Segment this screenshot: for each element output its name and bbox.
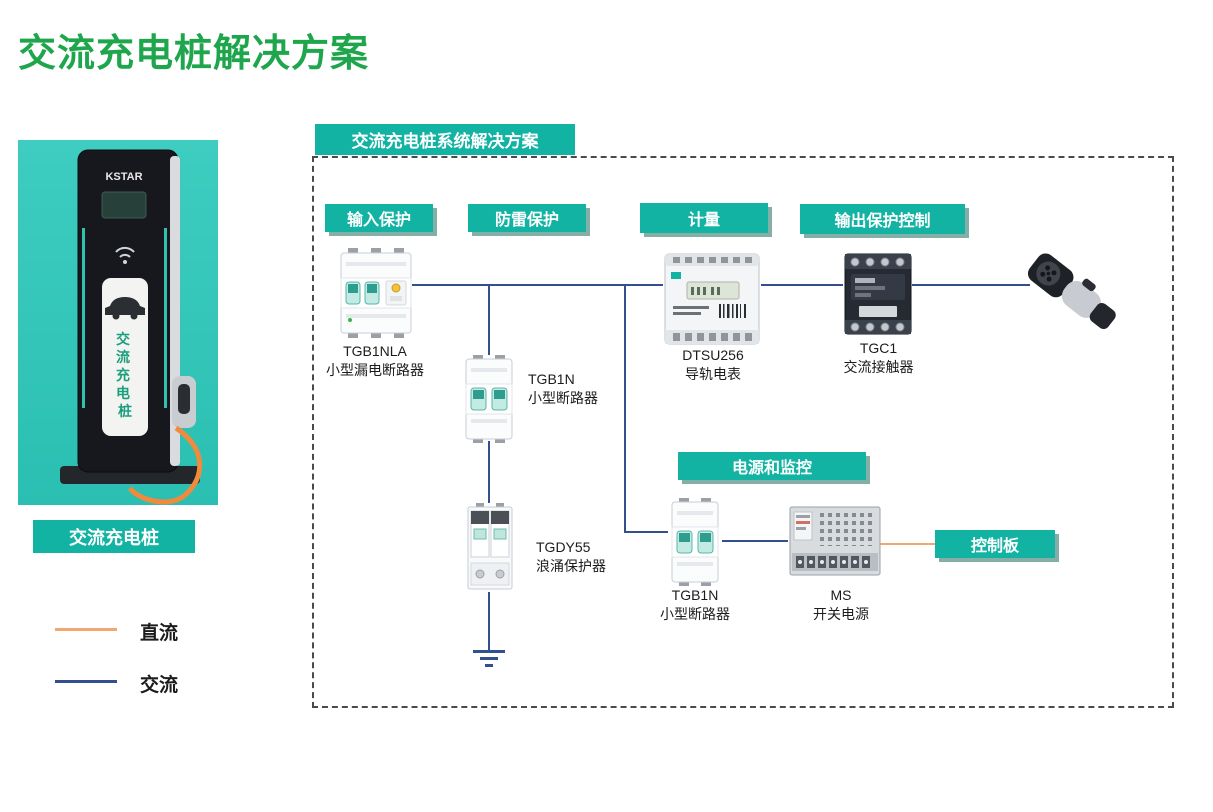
page-title: 交流充电桩解决方案 — [18, 33, 370, 75]
surge-protector-image — [464, 503, 516, 595]
breaker-main-image — [338, 248, 414, 338]
breaker-main-model: TGB1NLA — [343, 343, 407, 359]
contactless-icon — [115, 246, 135, 258]
pile-brand-text: KSTAR — [105, 171, 142, 183]
badge-input-protection: 输入保护 — [325, 204, 433, 232]
psu-desc: 开关电源 — [813, 606, 869, 622]
surge-model: TGDY55 — [536, 539, 591, 555]
psu-model: MS — [830, 587, 852, 603]
meter-image — [663, 252, 761, 346]
breaker-low-label: TGB1N 小型断路器 — [640, 586, 750, 624]
legend-ac-line — [55, 680, 117, 683]
wire-bus-2 — [761, 284, 843, 286]
surge-desc: 浪涌保护器 — [536, 558, 606, 574]
car-icon — [105, 297, 145, 320]
breaker-low-image — [668, 498, 722, 586]
contactor-label: TGC1 交流接触器 — [816, 339, 941, 377]
meter-label: DTSU256 导轨电表 — [650, 346, 776, 384]
badge-lightning-protection: 防雷保护 — [468, 204, 586, 232]
breaker-mid-label: TGB1N 小型断路器 — [528, 370, 638, 408]
wire-drop-breaker-mid — [488, 286, 490, 355]
badge-control-board: 控制板 — [935, 530, 1055, 558]
wire-bus-1 — [412, 284, 663, 286]
psu-label: MS 开关电源 — [791, 586, 891, 624]
breaker-mid-desc: 小型断路器 — [528, 390, 598, 406]
charging-pile-photo: KSTAR 交 流 充 电 桩 — [18, 140, 218, 505]
contactor-model: TGC1 — [859, 340, 898, 356]
breaker-mid-model: TGB1N — [528, 371, 575, 387]
wire-drop-power-branch — [624, 286, 626, 533]
breaker-mid-image — [462, 355, 516, 443]
badge-output-protection: 输出保护控制 — [800, 204, 965, 234]
contactor-image — [843, 252, 913, 336]
breaker-main-desc: 小型漏电断路器 — [326, 362, 424, 378]
breaker-main-label: TGB1NLA 小型漏电断路器 — [305, 342, 445, 380]
legend-dc-label: 直流 — [140, 623, 179, 644]
meter-desc: 导轨电表 — [685, 366, 741, 382]
pile-caption-badge: 交流充电桩 — [33, 520, 195, 553]
wire-branch-to-breaker-low — [624, 531, 668, 533]
wire-psu-to-control-board — [880, 543, 935, 545]
breaker-low-desc: 小型断路器 — [660, 606, 730, 622]
charging-gun-image — [1022, 242, 1132, 337]
wire-surge-to-ground — [488, 592, 490, 652]
pile-vertical-text: 交 流 充 电 桩 — [116, 331, 134, 419]
badge-metering: 计量 — [640, 203, 768, 233]
legend-ac-label: 交流 — [140, 675, 179, 696]
breaker-low-model: TGB1N — [671, 587, 719, 603]
diagram-title-badge: 交流充电桩系统解决方案 — [315, 124, 575, 155]
legend-dc-line — [55, 628, 117, 631]
wire-breaker-to-surge — [488, 441, 490, 503]
psu-image — [788, 505, 882, 577]
diagram-container — [312, 156, 1174, 708]
surge-protector-label: TGDY55 浪涌保护器 — [536, 538, 646, 576]
badge-power-monitor: 电源和监控 — [678, 452, 866, 480]
charging-pile-illustration: KSTAR 交 流 充 电 桩 — [60, 149, 203, 505]
meter-model: DTSU256 — [682, 347, 744, 363]
charging-cable — [174, 425, 203, 498]
ground-icon — [471, 650, 507, 670]
wire-breaker-low-to-psu — [722, 540, 788, 542]
wire-bus-3 — [912, 284, 1030, 286]
contactor-desc: 交流接触器 — [843, 359, 914, 375]
